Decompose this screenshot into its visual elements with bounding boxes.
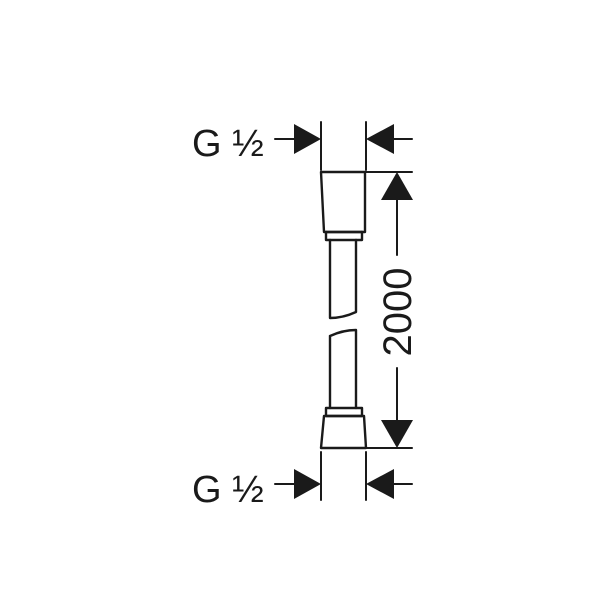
top-ferrule [324, 230, 364, 242]
top-nut [319, 170, 367, 234]
length-arrow-bottom-head [381, 420, 413, 448]
length-dimension: 2000 [364, 171, 420, 449]
top-arrow-left-head [294, 124, 321, 154]
top-width-dimension [274, 121, 413, 171]
bottom-arrow-left-head [294, 469, 321, 499]
bottom-nut [319, 414, 368, 450]
upper-hose-segment [328, 238, 358, 320]
bottom-thread-label: G ½ [192, 469, 264, 511]
bottom-arrow-right-head [366, 469, 394, 499]
top-arrow-right-head [366, 124, 394, 154]
top-thread-label: G ½ [192, 123, 264, 165]
length-arrow-top-head [381, 172, 413, 200]
lower-hose-segment [328, 328, 358, 410]
bottom-width-dimension [274, 451, 413, 501]
length-dimension-label: 2000 [376, 268, 420, 357]
hose-outline [319, 170, 368, 450]
